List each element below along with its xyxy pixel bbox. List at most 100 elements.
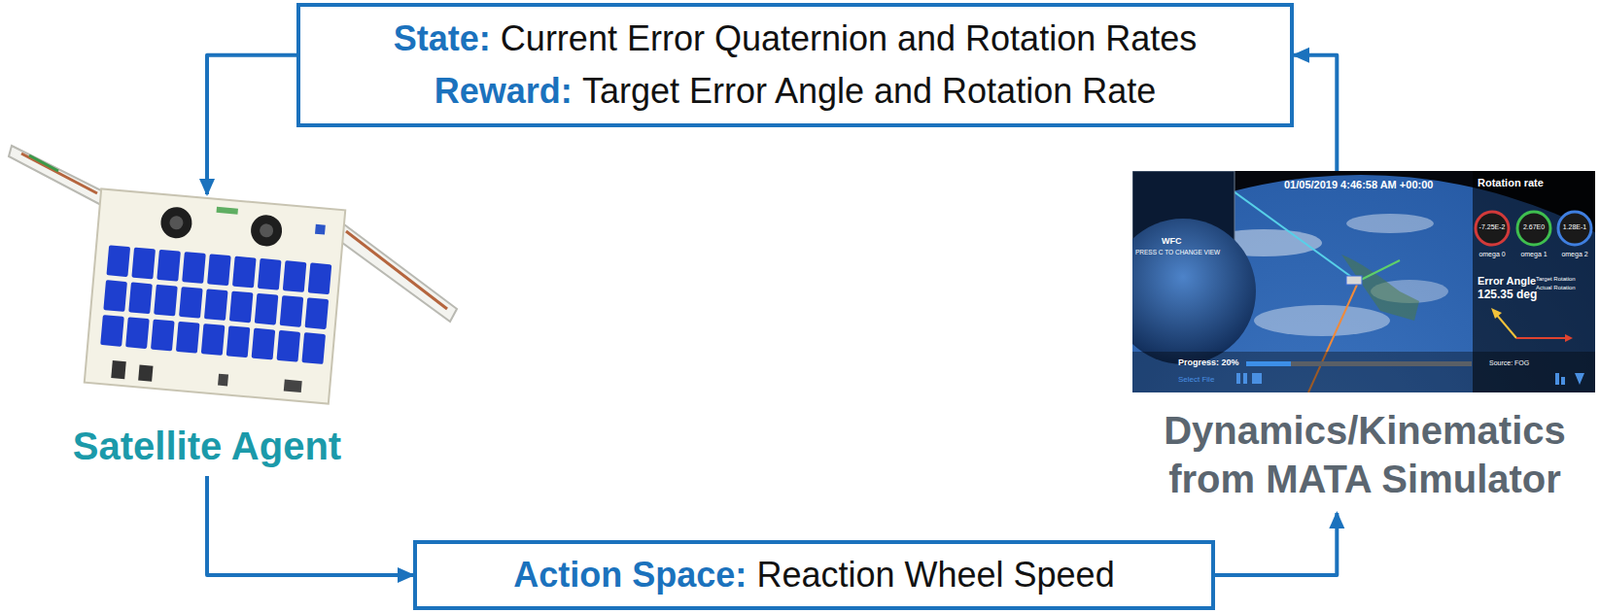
text-line: State:Current Error Quaternion and Rotat… xyxy=(393,12,1197,66)
wing-strip xyxy=(29,155,59,172)
solar-cell xyxy=(207,253,232,286)
solar-cell xyxy=(103,279,128,313)
solar-cell xyxy=(308,262,333,295)
screen-text: Actual Rotation xyxy=(1535,284,1576,292)
wing-strip xyxy=(21,153,98,194)
sensor-lens xyxy=(159,206,194,241)
connector-part xyxy=(110,360,127,380)
solar-cell xyxy=(153,284,178,317)
screen-text: PRESS C TO CHANGE VIEW xyxy=(1135,248,1220,256)
solar-cell xyxy=(156,249,181,282)
simulator-screenshot xyxy=(1132,171,1596,393)
flow-connector xyxy=(207,55,297,195)
control-icon xyxy=(1243,373,1248,384)
screen-text: Progress: 20% xyxy=(1178,357,1240,368)
body-part xyxy=(216,207,239,215)
control-icon xyxy=(1236,373,1241,384)
solar-cell xyxy=(251,328,277,361)
action-space-box: Action Space:Reaction Wheel Speed xyxy=(413,540,1216,611)
description-text: Target Error Angle and Rotation Rate xyxy=(582,70,1156,111)
rate-gauge xyxy=(1475,211,1509,245)
solar-cell xyxy=(128,281,153,314)
control-icon xyxy=(1555,373,1560,385)
rotation-arrow xyxy=(1495,313,1517,339)
solar-cell xyxy=(226,325,251,358)
solar-cell xyxy=(181,251,207,284)
screen-text: 01/05/2019 4:46:58 AM +00:00 xyxy=(1284,178,1433,192)
description-text: Reaction Wheel Speed xyxy=(756,555,1114,595)
solar-cell xyxy=(254,293,279,326)
connector-part xyxy=(138,365,153,383)
screen-text: 125.35 deg xyxy=(1477,288,1537,303)
solar-cell xyxy=(178,286,204,319)
control-bar xyxy=(1132,351,1596,393)
key-term: Reward: xyxy=(434,70,573,111)
sensor-lens xyxy=(249,213,284,248)
body-part xyxy=(314,224,326,236)
cloud xyxy=(1346,213,1434,234)
control-icon xyxy=(1574,373,1585,385)
text-line: Reward:Target Error Angle and Rotation R… xyxy=(434,65,1156,118)
solar-cell xyxy=(204,288,229,321)
rate-gauge xyxy=(1517,211,1551,245)
satellite-illustration xyxy=(8,145,457,405)
inset-earth xyxy=(1132,218,1256,365)
solar-cell xyxy=(257,258,282,291)
solar-cell xyxy=(105,244,131,278)
solar-cell xyxy=(277,330,302,363)
solar-cell xyxy=(282,260,308,293)
rotation-arrow xyxy=(1491,308,1502,319)
node-caption: Dynamics/Kinematics from MATA Simulator xyxy=(1134,406,1596,504)
text-line: Action Space:Reaction Wheel Speed xyxy=(513,549,1114,602)
flow-connector xyxy=(1293,55,1337,172)
screen-text: Select File xyxy=(1178,375,1215,384)
satellite-body xyxy=(84,188,346,404)
screen-text: omega 0 xyxy=(1478,250,1505,259)
solar-cell xyxy=(125,316,150,349)
screen-text: Rotation rate xyxy=(1477,176,1544,190)
solar-cell xyxy=(301,332,326,365)
solar-cell xyxy=(232,256,257,289)
solar-wing xyxy=(8,145,105,206)
land xyxy=(1341,254,1420,321)
screen-text: -7.25E-2 xyxy=(1479,223,1506,232)
sensor-lens xyxy=(259,223,275,239)
control-icon xyxy=(1252,373,1262,384)
solar-cell xyxy=(201,323,226,356)
screen-text: 1.28E-1 xyxy=(1563,223,1588,232)
key-term: State: xyxy=(393,18,491,59)
connector-part xyxy=(217,374,229,387)
screen-text: Error Angle xyxy=(1477,275,1536,288)
wing-strip xyxy=(346,231,448,310)
connector-part xyxy=(283,380,303,394)
node-caption: Satellite Agent xyxy=(72,421,342,471)
solar-cell xyxy=(150,319,175,352)
key-term: Action Space: xyxy=(513,555,747,595)
solar-wing xyxy=(334,221,457,322)
rate-gauge xyxy=(1558,211,1592,245)
screen-text: WFC xyxy=(1161,236,1183,246)
axis-line xyxy=(1356,260,1400,282)
screen-text: omega 1 xyxy=(1520,250,1547,259)
solar-cell xyxy=(100,314,125,348)
control-icon xyxy=(1561,377,1566,385)
description-text: Current Error Quaternion and Rotation Ra… xyxy=(500,18,1197,59)
solar-cell xyxy=(229,291,254,324)
sensor-lens xyxy=(169,215,184,231)
progress-track xyxy=(1246,361,1472,367)
solar-cell xyxy=(131,247,156,280)
screen-text: Source: FOG xyxy=(1489,359,1530,368)
flow-connector xyxy=(207,476,414,576)
simulator-node: Dynamics/Kinematics from MATA Simulator xyxy=(1132,171,1598,514)
cloud xyxy=(1253,305,1391,337)
screen-text: omega 2 xyxy=(1561,250,1588,259)
satellite-agent-node: Satellite Agent xyxy=(38,194,376,477)
screen-text: Target Rotation xyxy=(1535,276,1576,283)
solar-cell xyxy=(279,295,305,328)
rotation-arrow xyxy=(1565,334,1573,343)
solar-cell xyxy=(175,321,201,354)
progress-fill xyxy=(1246,361,1291,367)
mini-satellite xyxy=(1346,276,1362,285)
screen-text: 2.67E0 xyxy=(1523,223,1545,232)
